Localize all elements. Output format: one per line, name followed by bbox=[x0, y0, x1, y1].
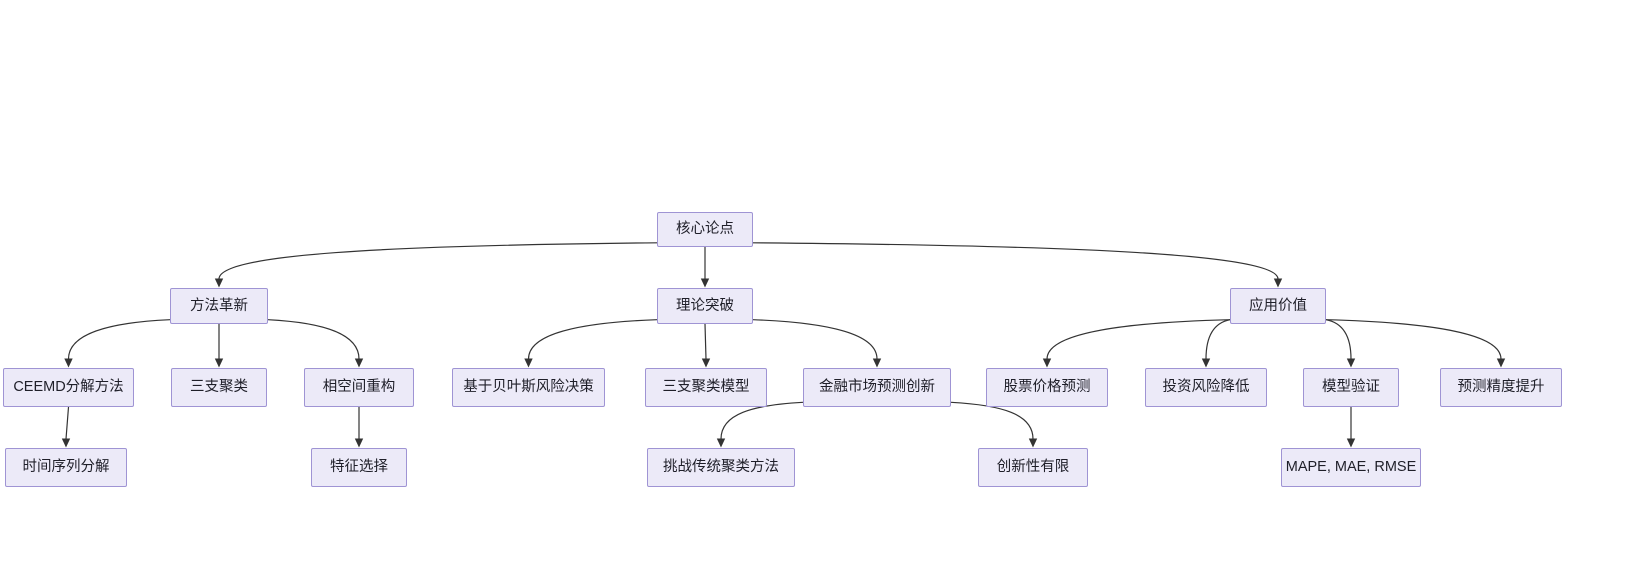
arrow-head-l2b1 bbox=[524, 358, 533, 368]
arrow-head-l1c bbox=[1273, 278, 1283, 288]
node-l2c3[interactable]: 模型验证 bbox=[1303, 368, 1399, 407]
node-l3b[interactable]: 特征选择 bbox=[311, 448, 407, 487]
arrow-head-l3d bbox=[1028, 438, 1038, 448]
edge-l1a-to-l2a1 bbox=[67, 319, 171, 360]
arrow-head-l2b3 bbox=[872, 358, 882, 368]
edge-l1c-to-l2c3 bbox=[1325, 319, 1352, 360]
node-l1b[interactable]: 理论突破 bbox=[657, 288, 753, 324]
arrow-head-l2b2 bbox=[701, 358, 711, 368]
edge-l1c-to-l2c4 bbox=[1325, 319, 1502, 360]
arrow-head-l1b bbox=[700, 278, 710, 288]
node-l3d[interactable]: 创新性有限 bbox=[978, 448, 1088, 487]
node-l2a2[interactable]: 三支聚类 bbox=[171, 368, 267, 407]
edge-l1a-to-l2a3 bbox=[267, 319, 360, 360]
arrow-head-l1a bbox=[214, 278, 224, 288]
node-l3c[interactable]: 挑战传统聚类方法 bbox=[647, 448, 795, 487]
node-root[interactable]: 核心论点 bbox=[657, 212, 753, 247]
arrow-head-l2c3 bbox=[1346, 358, 1356, 368]
arrow-head-l2c4 bbox=[1496, 358, 1506, 368]
node-l2a3[interactable]: 相空间重构 bbox=[304, 368, 414, 407]
arrow-head-l3e bbox=[1346, 438, 1356, 448]
edge-l1c-to-l2c1 bbox=[1046, 319, 1231, 360]
node-l1a[interactable]: 方法革新 bbox=[170, 288, 268, 324]
edge-root-to-l1c bbox=[752, 242, 1279, 280]
node-l2b1[interactable]: 基于贝叶斯风险决策 bbox=[452, 368, 605, 407]
node-l3e[interactable]: MAPE, MAE, RMSE bbox=[1281, 448, 1421, 487]
arrow-head-l2c1 bbox=[1042, 358, 1052, 368]
edge-l1b-to-l2b3 bbox=[752, 319, 878, 360]
edge-l2a1-to-l3a bbox=[65, 406, 70, 440]
node-l2b3[interactable]: 金融市场预测创新 bbox=[803, 368, 951, 407]
node-l2c4[interactable]: 预测精度提升 bbox=[1440, 368, 1562, 407]
arrow-head-l2a2 bbox=[214, 358, 224, 368]
node-l2b2[interactable]: 三支聚类模型 bbox=[645, 368, 767, 407]
edge-l1b-to-l2b2 bbox=[704, 323, 707, 360]
edge-l2b3-to-l3c bbox=[720, 401, 804, 440]
arrow-head-l2c2 bbox=[1201, 358, 1211, 368]
arrow-head-l3c bbox=[716, 438, 726, 448]
arrow-head-l3a bbox=[61, 438, 71, 448]
edge-l2b3-to-l3d bbox=[950, 401, 1034, 440]
edge-root-to-l1a bbox=[218, 242, 658, 280]
arrow-head-l2a3 bbox=[354, 358, 364, 368]
node-l2a1[interactable]: CEEMD分解方法 bbox=[3, 368, 134, 407]
edge-l1c-to-l2c2 bbox=[1205, 319, 1231, 360]
node-l1c[interactable]: 应用价值 bbox=[1230, 288, 1326, 324]
node-l2c1[interactable]: 股票价格预测 bbox=[986, 368, 1108, 407]
arrow-head-l2a1 bbox=[64, 358, 73, 368]
arrow-head-l3b bbox=[354, 438, 364, 448]
node-l2c2[interactable]: 投资风险降低 bbox=[1145, 368, 1267, 407]
edge-l1b-to-l2b1 bbox=[527, 319, 658, 360]
node-l3a[interactable]: 时间序列分解 bbox=[5, 448, 127, 487]
